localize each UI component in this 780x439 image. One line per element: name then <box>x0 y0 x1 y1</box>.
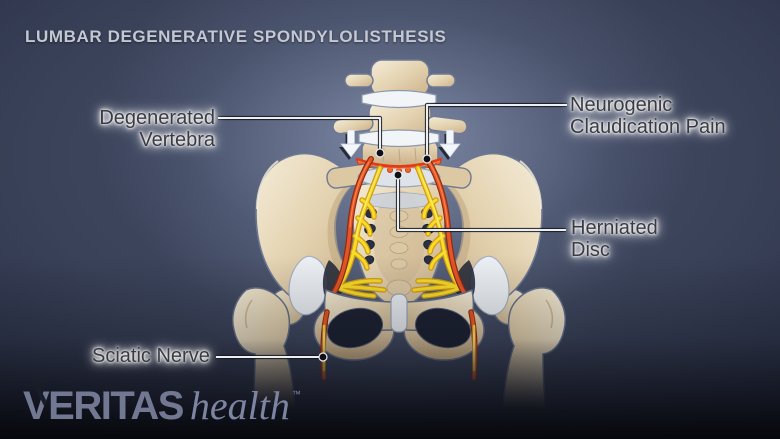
intervertebral-disc <box>361 89 437 109</box>
leader-dot <box>375 148 385 158</box>
label-line: Degenerated <box>99 107 215 129</box>
leader-lines <box>216 102 567 362</box>
label-sciatic-nerve: Sciatic Nerve <box>92 345 210 367</box>
leader-dot <box>393 170 403 180</box>
transverse-process <box>344 73 374 88</box>
page-title: LUMBAR DEGENERATIVE SPONDYLOLISTHESIS <box>25 27 447 46</box>
label-herniated-disc: Herniated Disc <box>571 217 658 261</box>
label-degenerated-vertebra: Degenerated Vertebra <box>99 107 215 151</box>
trademark-symbol: ™ <box>291 389 301 399</box>
label-line: Disc <box>571 239 610 261</box>
bottom-shade <box>0 255 780 439</box>
lumbar-spine <box>326 59 472 189</box>
label-line: Herniated <box>571 217 658 239</box>
label-neurogenic-claudication-pain: Neurogenic Claudication Pain <box>570 94 726 138</box>
logo-suffix-text: health <box>189 383 290 428</box>
transverse-process <box>426 73 456 88</box>
label-line: Neurogenic <box>570 94 673 116</box>
leader-dot <box>318 352 328 362</box>
label-line: Sciatic Nerve <box>92 345 210 367</box>
veritas-logo-notch <box>35 388 47 406</box>
label-line: Claudication Pain <box>570 116 726 138</box>
label-line: Vertebra <box>139 129 215 151</box>
veritas-health-logo: VERITAS health ™ <box>23 383 301 428</box>
leader-dot <box>422 154 432 164</box>
logo-brand-text: VERITAS <box>23 384 184 428</box>
